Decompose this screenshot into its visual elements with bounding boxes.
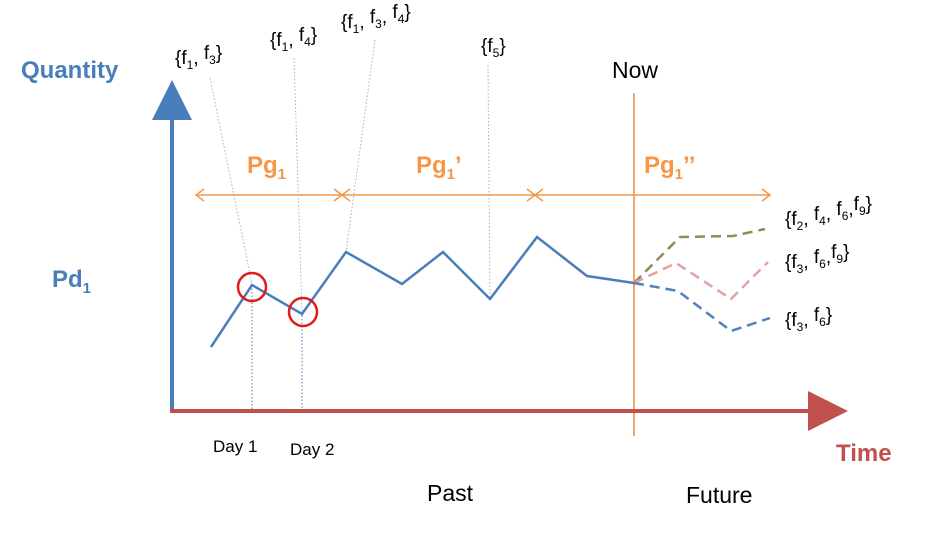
highlight-circle-day1 — [236, 271, 268, 303]
prediction-line-3 — [633, 281, 771, 333]
prediction-sets: {f2, f4, f6,f9} {f3, f6,f9} {f3, f6} — [785, 194, 872, 334]
prediction-set-2: {f3, f6,f9} — [785, 242, 849, 276]
period-arrow-mid1-right — [340, 188, 351, 202]
day-markers — [251, 285, 303, 411]
period-2-main: Pg — [416, 152, 447, 179]
x-axis-label: Time — [836, 440, 892, 467]
series-label: Pd1 — [52, 266, 91, 297]
prediction-set-3: {f3, f6} — [785, 305, 832, 334]
highlight-circle-day2 — [287, 296, 319, 328]
future-label: Future — [686, 482, 752, 508]
leader-line-2 — [293, 57, 303, 313]
main-series-line — [209, 235, 635, 348]
prediction-set-1: {f2, f4, f6,f9} — [785, 194, 872, 233]
day-2-label: Day 2 — [290, 440, 334, 459]
leader-lines — [209, 39, 491, 313]
period-arrow-mid2-right — [533, 188, 544, 202]
period-3-main: Pg — [644, 152, 675, 179]
series-label-sub: 1 — [83, 280, 91, 297]
period-1-main: Pg — [247, 152, 278, 179]
leader-line-3 — [345, 39, 376, 253]
period-label-2: Pg1’ — [416, 152, 462, 183]
day-1-label: Day 1 — [213, 437, 257, 456]
period-arrow-right — [761, 188, 772, 202]
feature-set-3: {f1, f3, f4} — [341, 2, 411, 36]
period-arrow-left — [194, 188, 205, 202]
period-1-sub: 1 — [278, 166, 286, 183]
prediction-line-2 — [633, 261, 769, 301]
series-label-main: Pd — [52, 266, 83, 293]
period-2-prime: ’ — [455, 152, 462, 179]
period-2-sub: 1 — [447, 166, 455, 183]
feature-set-2: {f1, f4} — [270, 25, 317, 54]
now-label: Now — [612, 57, 658, 83]
y-axis-label: Quantity — [21, 57, 119, 84]
prediction-line-1 — [633, 227, 766, 284]
period-label-1: Pg1 — [247, 152, 286, 183]
leader-line-4 — [487, 64, 491, 299]
period-3-sub: 1 — [675, 166, 683, 183]
feature-set-4: {f5} — [481, 36, 506, 60]
past-label: Past — [427, 480, 474, 506]
feature-set-1: {f1, f3} — [175, 43, 222, 72]
feature-sets: {f1, f3} {f1, f4} {f1, f3, f4} {f5} — [175, 2, 506, 72]
period-3-prime: ’’ — [683, 152, 695, 179]
period-arrows — [194, 188, 772, 202]
period-label-3: Pg1’’ — [644, 152, 695, 183]
leader-line-1 — [209, 77, 253, 285]
